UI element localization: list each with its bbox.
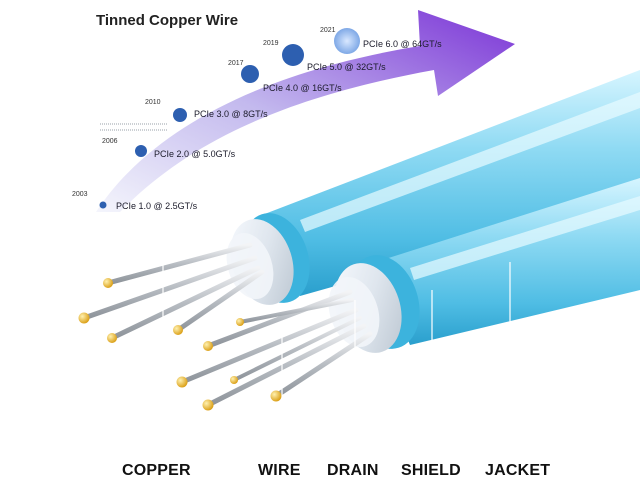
copper-tip bbox=[103, 278, 113, 288]
label-drain: DRAIN bbox=[327, 462, 379, 479]
milestone-dot bbox=[99, 201, 107, 209]
page-title: Tinned Copper Wire bbox=[96, 12, 239, 29]
jacket-highlight-lower bbox=[410, 196, 640, 280]
copper-wire bbox=[205, 323, 367, 408]
copper-tip bbox=[107, 333, 117, 343]
copper-tip bbox=[270, 390, 282, 402]
copper-tip bbox=[202, 399, 214, 411]
jacket-highlight-upper bbox=[300, 92, 640, 232]
milestone-year: 2019 bbox=[263, 40, 279, 47]
copper-tip bbox=[78, 312, 90, 324]
label-shield: SHIELD bbox=[401, 462, 461, 479]
milestone-year: 2003 bbox=[72, 191, 88, 198]
milestone-dot bbox=[173, 108, 187, 122]
label-wire: WIRE bbox=[258, 462, 301, 479]
jacket-upper bbox=[262, 70, 640, 296]
milestone-year: 2006 bbox=[102, 138, 118, 145]
milestone-label: PCIe 3.0 @ 8GT/s bbox=[194, 109, 268, 119]
copper-wire bbox=[81, 255, 258, 321]
milestone-label: PCIe 4.0 @ 16GT/s bbox=[263, 83, 342, 93]
drain-wire bbox=[109, 265, 261, 341]
wires-lower bbox=[176, 289, 373, 411]
copper-tip bbox=[176, 376, 188, 388]
milestone-label: PCIe 5.0 @ 32GT/s bbox=[307, 62, 386, 72]
copper-wire bbox=[105, 242, 253, 286]
milestone-label: PCIe 6.0 @ 64GT/s bbox=[363, 39, 442, 49]
cable-lower bbox=[328, 178, 640, 353]
label-jacket: JACKET bbox=[485, 462, 551, 479]
label-copper: COPPER bbox=[122, 462, 191, 479]
drain-wire bbox=[232, 316, 362, 382]
milestone-dot bbox=[282, 44, 304, 66]
copper-wire bbox=[273, 331, 373, 399]
drain-wire bbox=[238, 298, 354, 324]
milestone-label: PCIe 1.0 @ 2.5GT/s bbox=[116, 201, 198, 211]
milestone-dot bbox=[135, 145, 147, 157]
timeline-milestones: PCIe 1.0 @ 2.5GT/s 2003 PCIe 2.0 @ 5.0GT/s… bbox=[72, 27, 442, 211]
copper-wire bbox=[205, 289, 353, 349]
copper-tip bbox=[173, 325, 183, 335]
timeline-arrow bbox=[96, 10, 515, 212]
milestone-year: 2017 bbox=[228, 60, 244, 67]
copper-tip bbox=[203, 341, 213, 351]
copper-tip bbox=[230, 376, 238, 384]
milestone-dot bbox=[334, 28, 360, 54]
copper-wire bbox=[175, 269, 265, 333]
milestone-year: 2021 bbox=[320, 27, 336, 34]
milestone-label: PCIe 2.0 @ 5.0GT/s bbox=[154, 149, 236, 159]
wires-upper bbox=[78, 242, 265, 343]
milestone-dot bbox=[241, 65, 259, 83]
callout-lines bbox=[162, 245, 511, 455]
copper-tip bbox=[236, 318, 244, 326]
copper-wire bbox=[179, 307, 359, 385]
milestone-year: 2010 bbox=[145, 99, 161, 106]
